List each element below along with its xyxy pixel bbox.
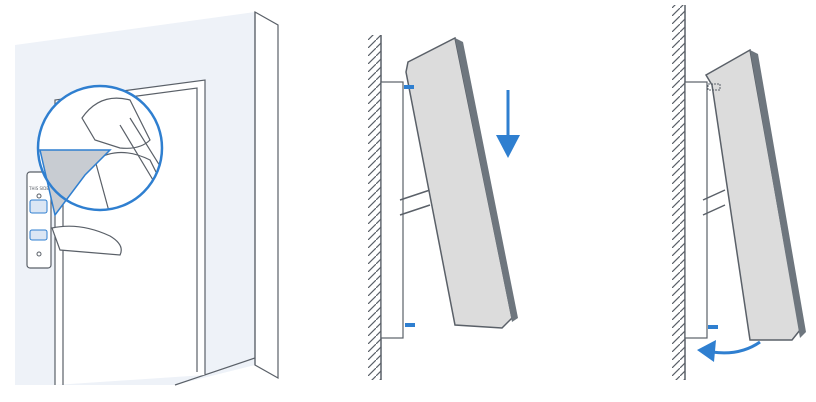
step-2-slide-down — [368, 35, 520, 380]
mounting-plate: THIS SIDE — [27, 172, 51, 268]
step-1-wall-scene: THIS SIDE — [15, 12, 278, 385]
wall-hatch — [672, 5, 685, 380]
device — [706, 50, 800, 340]
down-arrow-icon — [496, 90, 520, 158]
curved-arrow-icon — [697, 340, 760, 362]
step-3-rotate-in — [672, 5, 806, 380]
device — [406, 38, 512, 328]
plate-label: THIS SIDE — [28, 186, 49, 191]
wall-bracket — [685, 82, 707, 338]
wall-hatch — [368, 35, 381, 380]
wall-bracket — [381, 82, 403, 338]
wall-edge — [255, 12, 278, 378]
